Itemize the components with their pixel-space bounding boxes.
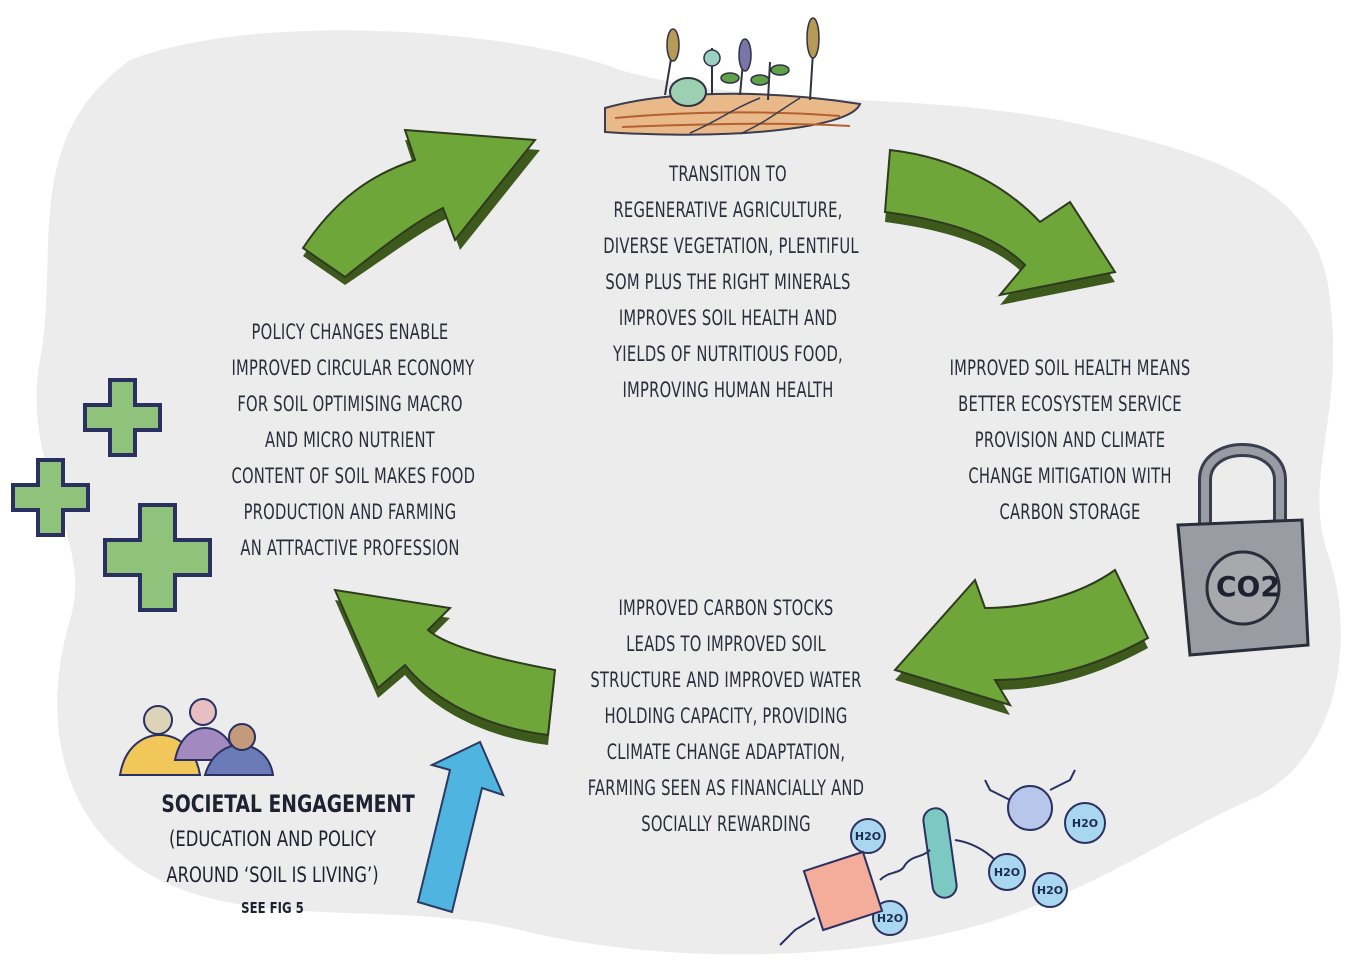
h2o-label-2: H2O bbox=[1072, 817, 1098, 830]
stage-right-line: carbon storage bbox=[999, 500, 1141, 524]
stage-bottom-line: farming seen as financially and bbox=[587, 776, 865, 800]
stage-right-line: change mitigation with bbox=[968, 464, 1172, 488]
stage-left-line: Policy changes enable bbox=[251, 320, 449, 344]
stage-left-line: an attractive profession bbox=[240, 536, 460, 560]
stage-top-line: SOM plus the right minerals bbox=[605, 270, 851, 294]
people-group-icon bbox=[118, 698, 275, 776]
stage-left-text: Policy changes enable improved circular e… bbox=[231, 314, 476, 566]
stage-left-line: for soil optimising macro bbox=[237, 392, 463, 416]
societal-line-2: around ‘soil is living’) bbox=[166, 863, 379, 887]
stage-left-line: improved circular economy bbox=[231, 356, 475, 380]
stage-top-line: improving human health bbox=[622, 378, 834, 402]
h2o-label-3: H2O bbox=[994, 866, 1020, 879]
water-molecules-illustration: H2O H2O H2O H2O H2O bbox=[779, 769, 1106, 946]
stage-top-line: yields of nutritious food, bbox=[613, 342, 843, 366]
h2o-label-5: H2O bbox=[877, 912, 903, 925]
stage-right-line: provision and climate bbox=[974, 428, 1166, 452]
stage-bottom-line: socially rewarding bbox=[641, 812, 811, 836]
stage-right-line: better ecosystem service bbox=[958, 392, 1182, 416]
stage-left-line: and micro nutrient bbox=[265, 428, 435, 452]
carbon-padlock-icon bbox=[1176, 443, 1310, 657]
h2o-label-4: H2O bbox=[1037, 884, 1063, 897]
stage-bottom-text: Improved carbon stocks leads to improved … bbox=[587, 590, 865, 842]
stage-right-line: Improved soil health means bbox=[949, 356, 1191, 380]
co2-label: CO2 bbox=[1216, 570, 1280, 603]
stage-bottom-line: climate change adaptation, bbox=[606, 740, 846, 764]
societal-reference: See fig 5 bbox=[241, 899, 304, 917]
h2o-label-1: H2O bbox=[855, 830, 881, 843]
societal-engagement-arrow bbox=[416, 740, 505, 914]
societal-line-1: (education and policy bbox=[168, 827, 377, 851]
stage-bottom-line: structure and improved water bbox=[590, 668, 862, 692]
plants-soil-illustration bbox=[604, 17, 862, 136]
stage-top-text: Transition to regenerative agriculture, di… bbox=[603, 156, 859, 408]
societal-title: Societal engagement bbox=[161, 790, 415, 818]
cycle-arrow-bottom-right bbox=[893, 568, 1150, 715]
cycle-arrow-top-left bbox=[301, 128, 540, 285]
stage-top-line: regenerative agriculture, bbox=[613, 198, 843, 222]
stage-top-line: diverse vegetation, plentiful bbox=[603, 234, 859, 258]
stage-left-line: content of soil makes food bbox=[231, 464, 476, 488]
stage-right-text: Improved soil health means better ecosyst… bbox=[949, 350, 1191, 530]
stage-top-line: improves soil health and bbox=[618, 306, 838, 330]
cycle-arrow-bottom-left bbox=[333, 588, 557, 745]
stage-top-line: Transition to bbox=[669, 162, 787, 186]
stage-bottom-line: Improved carbon stocks bbox=[618, 596, 834, 620]
cycle-arrow-top-right bbox=[883, 148, 1117, 305]
societal-engagement-block: Societal engagement (education and polic… bbox=[161, 787, 415, 923]
stage-bottom-line: holding capacity, providing bbox=[604, 704, 848, 728]
stage-bottom-line: leads to improved soil bbox=[626, 632, 826, 656]
stage-left-line: production and farming bbox=[243, 500, 457, 524]
health-crosses bbox=[11, 378, 212, 612]
